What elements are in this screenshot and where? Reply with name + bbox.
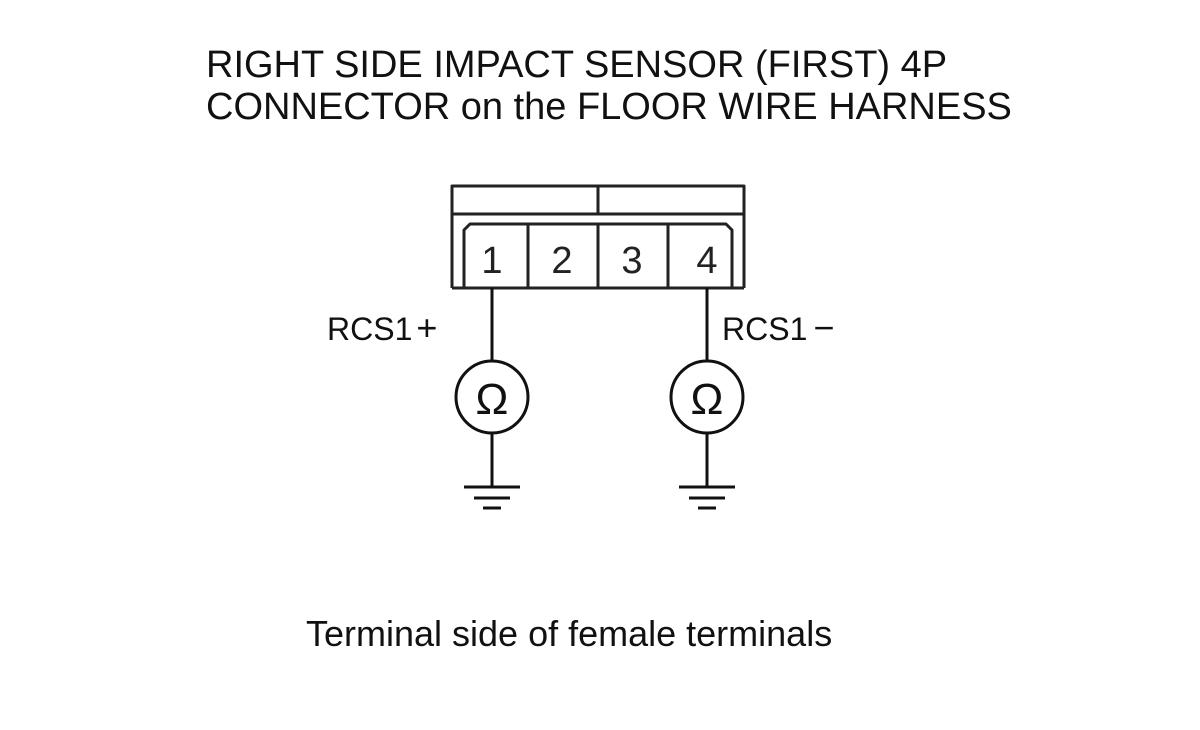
left-probe-name: RCS1 <box>327 311 412 347</box>
left-probe-sign: + <box>416 307 437 348</box>
terminal-label-4: 4 <box>696 240 717 282</box>
right-probe-sign: − <box>813 307 834 348</box>
left-ohmmeter <box>454 359 530 435</box>
left-probe-circuit <box>454 288 530 510</box>
left-probe-label: RCS1+ <box>327 307 437 348</box>
right-ohm-symbol: Ω <box>691 375 724 424</box>
title-line-1: RIGHT SIDE IMPACT SENSOR (FIRST) 4P <box>206 44 948 86</box>
ground-icon <box>679 485 735 510</box>
terminal-label-2: 2 <box>551 240 572 282</box>
left-ohm-symbol: Ω <box>476 375 509 424</box>
right-probe-label: RCS1− <box>722 307 834 348</box>
right-probe-circuit <box>669 288 745 510</box>
ground-icon <box>464 485 520 510</box>
terminal-label-1: 1 <box>481 240 502 282</box>
right-probe-name: RCS1 <box>722 311 807 347</box>
diagram-title: RIGHT SIDE IMPACT SENSOR (FIRST) 4P CONN… <box>206 44 1012 128</box>
right-ohmmeter <box>669 359 745 435</box>
title-line-2: CONNECTOR on the FLOOR WIRE HARNESS <box>206 86 1012 128</box>
terminal-label-3: 3 <box>621 240 642 282</box>
footer-caption: Terminal side of female terminals <box>306 613 833 654</box>
